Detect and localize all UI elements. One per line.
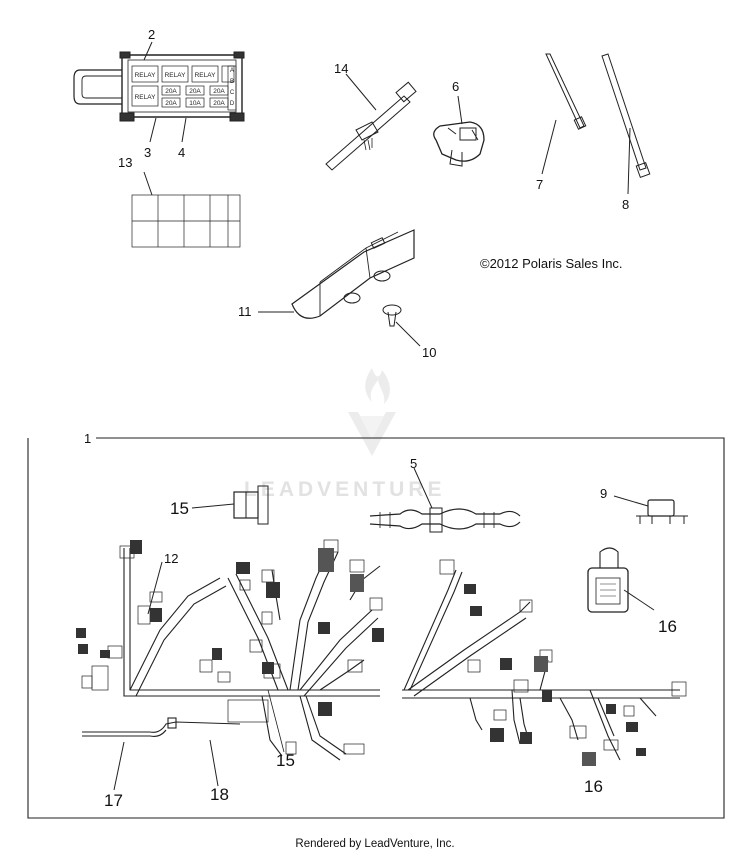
callout-6: 6 (452, 79, 460, 94)
screw (382, 304, 402, 327)
callout-5: 5 (410, 456, 418, 471)
assembly-frame (27, 437, 725, 819)
push-mount-tie (325, 81, 417, 171)
callout-4: 4 (178, 145, 186, 160)
callout-14: 14 (334, 61, 349, 76)
callout-1: 1 (84, 431, 92, 446)
right-harness-details (439, 559, 687, 751)
callout-15-bottom: 15 (276, 751, 295, 770)
copyright-text: ©2012 Polaris Sales Inc. (480, 256, 623, 271)
footer-text: Rendered by LeadVenture, Inc. (295, 838, 455, 850)
mounting-bracket (291, 229, 415, 319)
fuse-box-relay-2: RELAY (165, 72, 186, 79)
fuse-box-relay-1: RELAY (135, 72, 156, 79)
harness-segment-5 (369, 507, 521, 533)
fuse-box-side-label: A (230, 68, 234, 74)
fuse-box (73, 51, 245, 122)
fuse-box-side-label: D (230, 101, 235, 107)
left-harness-details (81, 539, 383, 755)
fuse-box-fuse-6: 20A (213, 100, 225, 107)
callout-17: 17 (104, 791, 123, 810)
callout-9: 9 (600, 486, 608, 501)
fuse-label-decal (131, 194, 241, 248)
long-cable-tie (601, 53, 651, 178)
callout-18: 18 (210, 785, 229, 804)
right-harness-tables (464, 584, 646, 766)
fuse-box-side-label: C (230, 90, 235, 96)
fuse-box-side-label: B (230, 79, 234, 85)
callout-12: 12 (164, 551, 179, 566)
callout-3: 3 (144, 145, 152, 160)
harness-connector-15 (233, 485, 269, 525)
callout-11: 11 (238, 304, 252, 319)
fuse-box-relay-3: RELAY (195, 72, 216, 79)
left-harness-tables (76, 540, 384, 716)
short-cable-tie (545, 53, 587, 130)
fuse-box-fuse-4: 20A (165, 100, 177, 107)
watermark-text: LEADVENTURE (244, 478, 446, 501)
callout-8: 8 (622, 197, 630, 212)
fuse-box-fuse-5: 10A (189, 100, 201, 107)
connector-body (433, 121, 485, 167)
callout-16-bottom: 16 (584, 777, 603, 796)
small-harness-17-18 (82, 717, 241, 737)
fuse-box-fuse-3: 20A (213, 88, 225, 95)
callout-13: 13 (118, 155, 133, 170)
callout-15-top: 15 (170, 499, 189, 518)
relay-part-9 (636, 499, 688, 524)
harness-connector-16 (587, 547, 629, 613)
callout-2: 2 (148, 27, 156, 42)
fuse-box-relay-4: RELAY (135, 94, 156, 101)
fuse-box-fuse-2: 20A (189, 88, 201, 95)
callout-16-right: 16 (658, 617, 677, 636)
fuse-box-fuse-1: 20A (165, 88, 177, 95)
callout-10: 10 (422, 345, 437, 360)
callout-7: 7 (536, 177, 544, 192)
main-harness-right (402, 569, 680, 761)
